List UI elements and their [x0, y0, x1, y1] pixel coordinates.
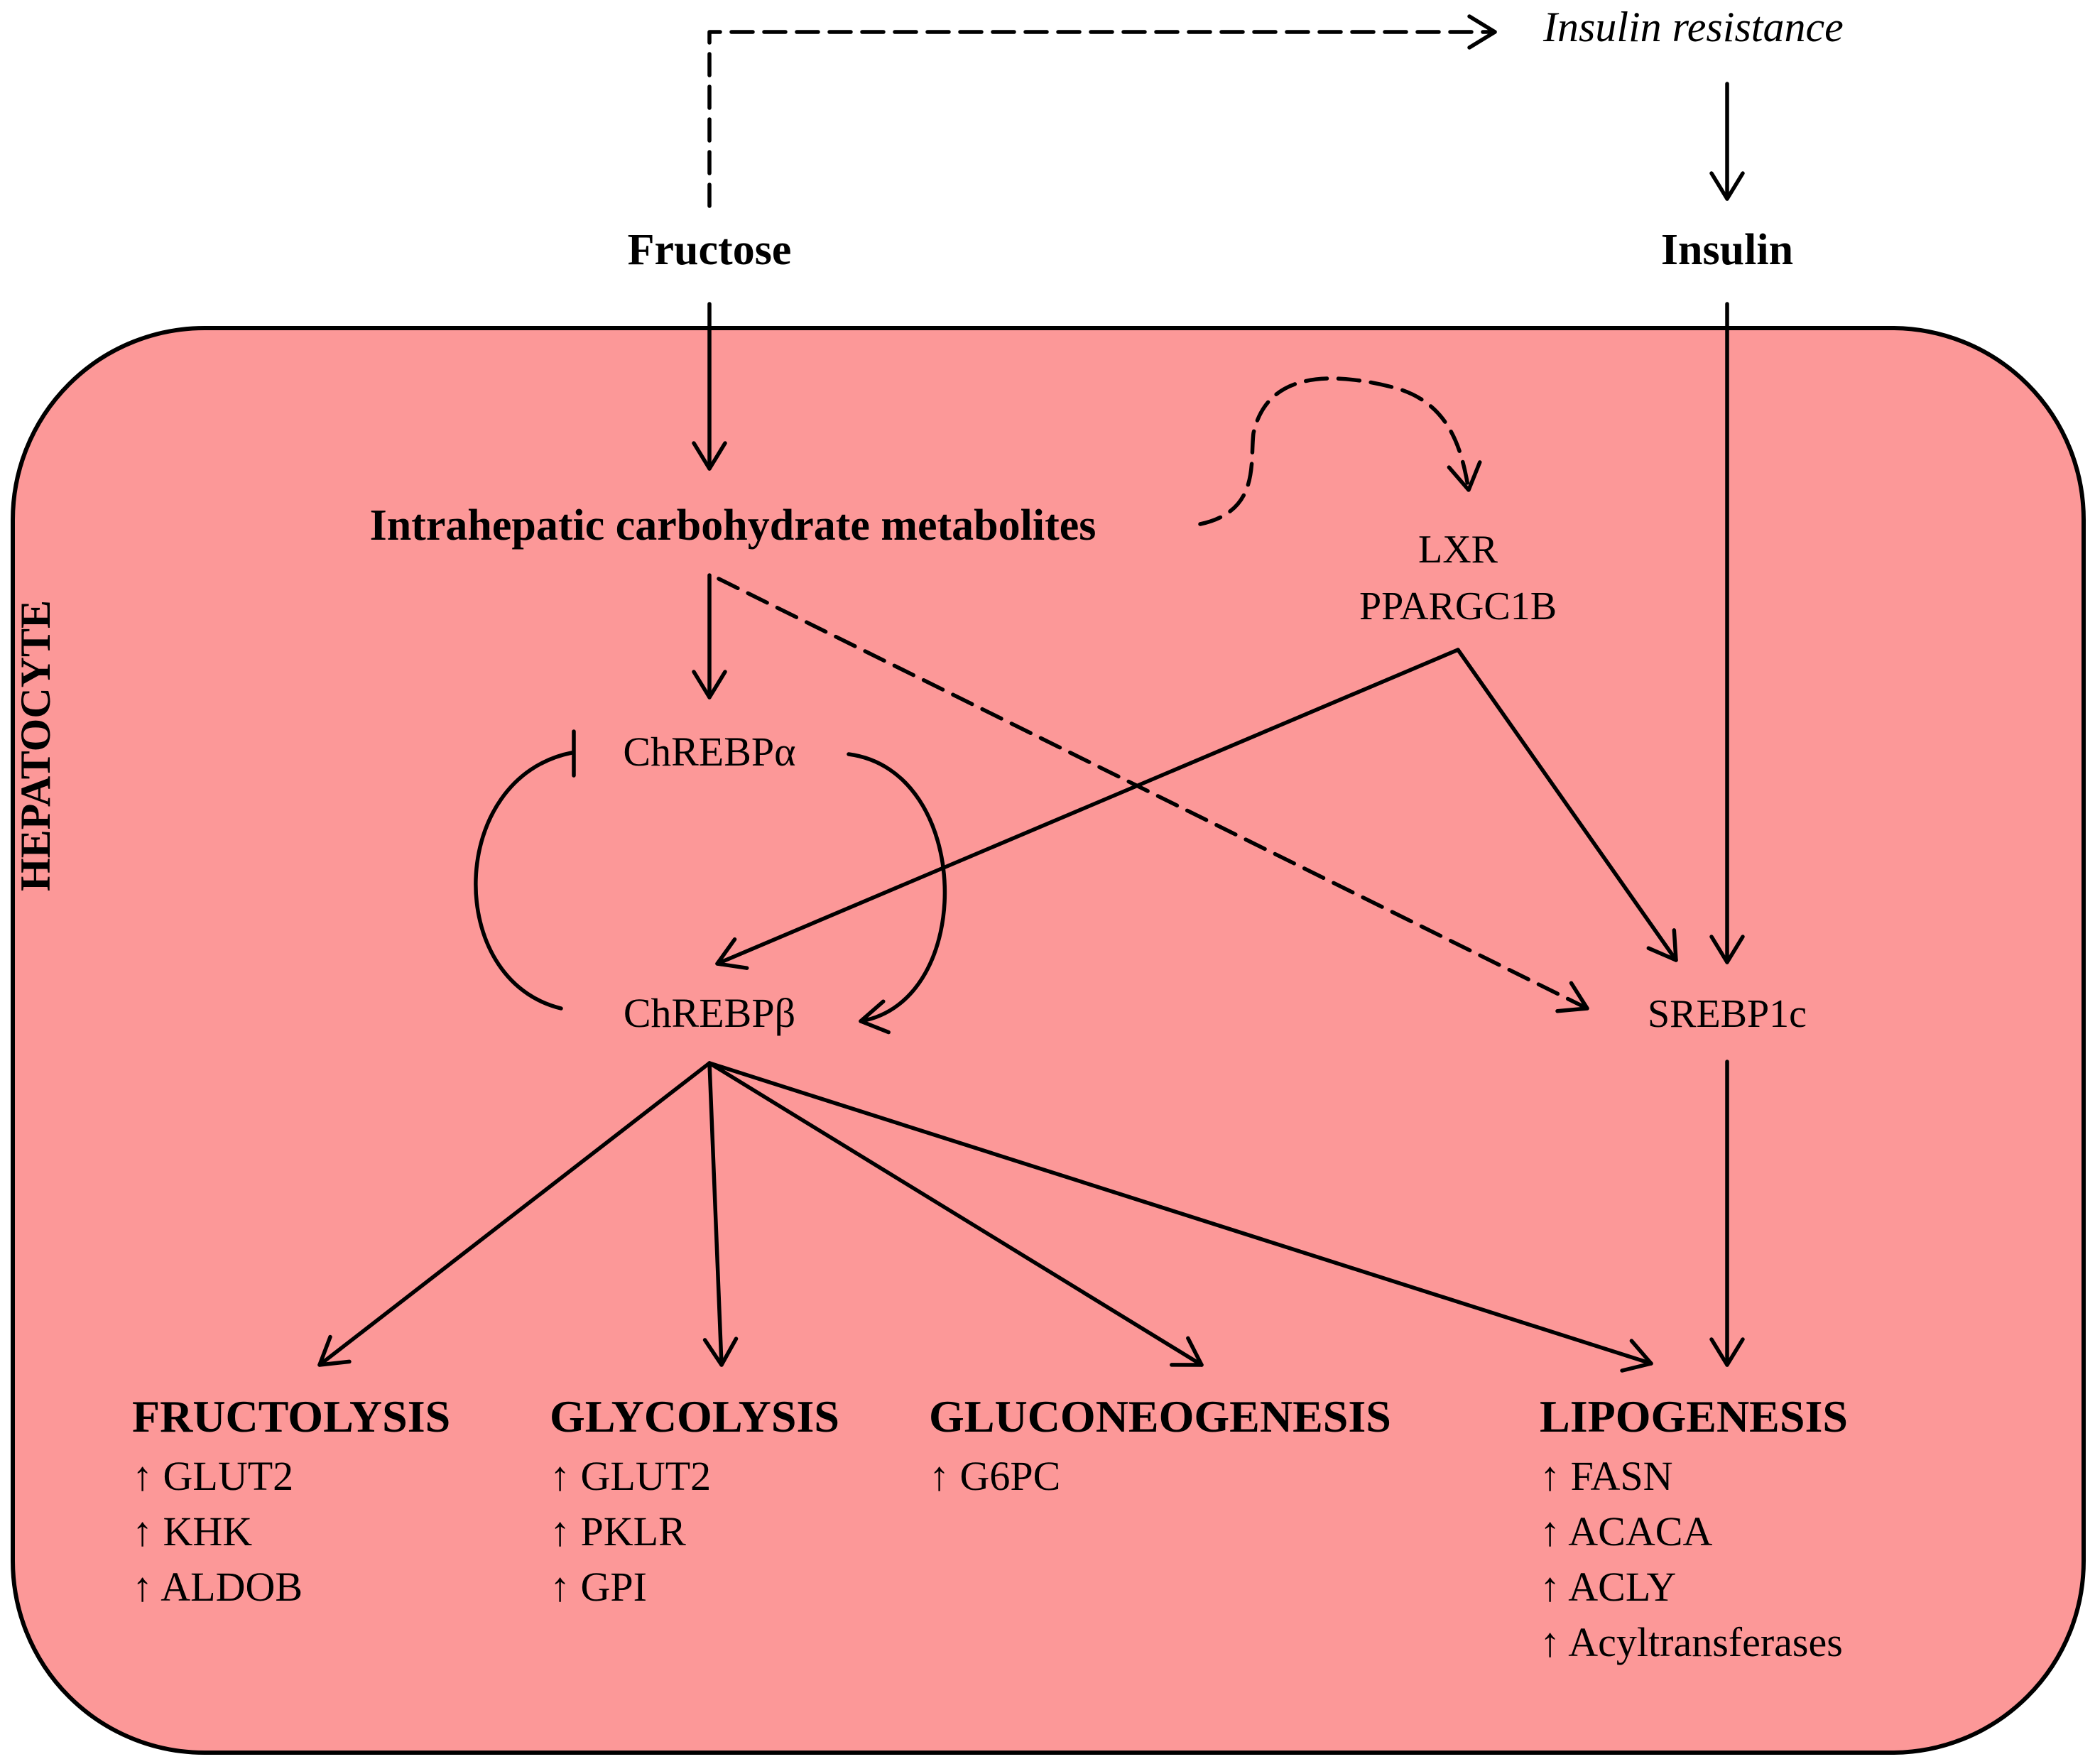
fructose-label: Fructose	[628, 226, 792, 274]
insulin-resistance-label: Insulin resistance	[1542, 4, 1844, 50]
arrow-chrebp-beta-to-glycolysis	[702, 1061, 739, 1367]
fructolysis-gene: ↑ GLUT2	[132, 1453, 293, 1499]
lipogenesis-title: LIPOGENESIS	[1540, 1391, 1848, 1442]
hepatocyte-cell	[11, 326, 2086, 1755]
chrebp-beta-label: ChREBPβ	[624, 990, 795, 1036]
pathway-lipogenesis: LIPOGENESIS ↑ FASN ↑ ACACA ↑ ACLY ↑ Acyl…	[1540, 1391, 1848, 1665]
fructolysis-title: FRUCTOLYSIS	[132, 1391, 450, 1442]
lipogenesis-gene: ↑ ACLY	[1540, 1564, 1676, 1610]
insulin-label: Insulin	[1661, 226, 1793, 274]
lipogenesis-gene: ↑ FASN	[1540, 1453, 1672, 1499]
lipogenesis-gene: ↑ Acyltransferases	[1540, 1619, 1843, 1665]
pathway-fructolysis: FRUCTOLYSIS ↑ GLUT2 ↑ KHK ↑ ALDOB	[132, 1391, 450, 1610]
srebp1c-label: SREBP1c	[1648, 992, 1807, 1036]
arrow-metabolites-to-lxr	[1198, 376, 1482, 526]
hepatocyte-label: HEPATOCYTE	[12, 600, 59, 891]
arrow-chrebp-alpha-to-chrebp-beta	[847, 752, 947, 1035]
glycolysis-gene: ↑ PKLR	[550, 1508, 686, 1555]
gluconeogenesis-gene: ↑ G6PC	[929, 1453, 1060, 1499]
arrow-lxr-to-srebp1c	[1456, 648, 1678, 962]
lxr-label: LXR	[1418, 528, 1498, 572]
inhibition-chrebp-beta-to-chrebp-alpha	[474, 751, 574, 1011]
gluconeogenesis-title: GLUCONEOGENESIS	[929, 1391, 1391, 1442]
lipogenesis-gene: ↑ ACACA	[1540, 1508, 1712, 1555]
pathway-glycolysis: GLYCOLYSIS ↑ GLUT2 ↑ PKLR ↑ GPI	[550, 1391, 839, 1610]
arrow-chrebp-beta-to-fructolysis	[317, 1061, 712, 1367]
arrow-chrebp-beta-to-gluconeogenesis	[707, 1061, 1204, 1367]
arrow-metabolites-to-srebp1c	[717, 577, 1589, 1013]
chrebp-alpha-label: ChREBPα	[623, 729, 795, 775]
ppargc1b-label: PPARGC1B	[1359, 584, 1557, 628]
arrow-chrebp-beta-to-lipogenesis	[707, 1061, 1653, 1373]
metabolites-label: Intrahepatic carbohydrate metabolites	[370, 501, 1097, 550]
arrow-lxr-to-chrebp-beta	[715, 648, 1460, 970]
fructolysis-gene: ↑ KHK	[132, 1508, 252, 1555]
glycolysis-gene: ↑ GPI	[550, 1564, 647, 1610]
fructolysis-gene: ↑ ALDOB	[132, 1564, 303, 1610]
glycolysis-gene: ↑ GLUT2	[550, 1453, 711, 1499]
pathway-gluconeogenesis: GLUCONEOGENESIS ↑ G6PC	[929, 1391, 1391, 1499]
glycolysis-title: GLYCOLYSIS	[550, 1391, 839, 1442]
arrow-fructose-to-insulin-resistance	[707, 14, 1497, 208]
